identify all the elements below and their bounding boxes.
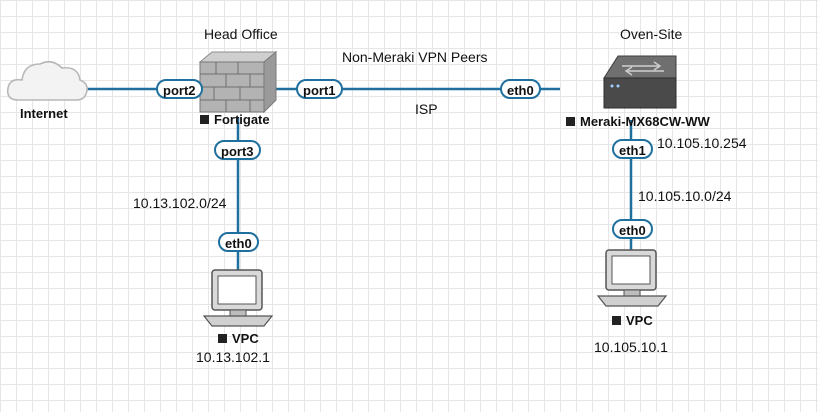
fortigate-label-wrap: Fortigate	[200, 112, 270, 127]
router-icon[interactable]	[603, 55, 677, 109]
meraki-ip: 10.105.10.254	[657, 135, 747, 151]
computer-icon-right[interactable]	[596, 249, 668, 307]
vpc-right-label-wrap: VPC	[612, 313, 653, 328]
node-marker	[200, 115, 209, 124]
oven-site-label: Oven-Site	[620, 26, 683, 42]
vpc-left-ip: 10.13.102.1	[196, 349, 270, 365]
node-marker	[612, 316, 621, 325]
port-badge-fg-port2[interactable]: port2	[156, 79, 203, 99]
port-badge-vpcr-eth0[interactable]: eth0	[612, 219, 653, 239]
head-office-label: Head Office	[204, 26, 278, 42]
vpc-right-ip: 10.105.10.1	[594, 339, 668, 355]
port-badge-fg-port1[interactable]: port1	[296, 79, 343, 99]
cloud-icon[interactable]	[6, 60, 88, 101]
port-badge-vpcl-eth0[interactable]: eth0	[218, 232, 259, 252]
port-badge-fg-port3[interactable]: port3	[214, 140, 261, 160]
node-marker	[218, 334, 227, 343]
vpc-left-label-wrap: VPC	[218, 331, 259, 346]
vpn-peers-label: Non-Meraki VPN Peers	[342, 49, 488, 65]
firewall-icon[interactable]	[198, 50, 278, 114]
meraki-label-wrap: Meraki-MX68CW-WW	[566, 114, 710, 129]
subnet-right: 10.105.10.0/24	[638, 188, 732, 204]
vpc-left-label: VPC	[232, 331, 259, 346]
vpc-right-label: VPC	[626, 313, 653, 328]
computer-icon-left[interactable]	[202, 269, 274, 327]
fortigate-label: Fortigate	[214, 112, 270, 127]
subnet-left: 10.13.102.0/24	[133, 195, 227, 211]
port-badge-mx-eth1[interactable]: eth1	[612, 139, 653, 159]
meraki-label: Meraki-MX68CW-WW	[580, 114, 710, 129]
links	[86, 87, 633, 270]
port-badge-mx-eth0[interactable]: eth0	[500, 79, 541, 99]
internet-label: Internet	[20, 106, 68, 121]
isp-label: ISP	[415, 101, 438, 117]
node-marker	[566, 117, 575, 126]
